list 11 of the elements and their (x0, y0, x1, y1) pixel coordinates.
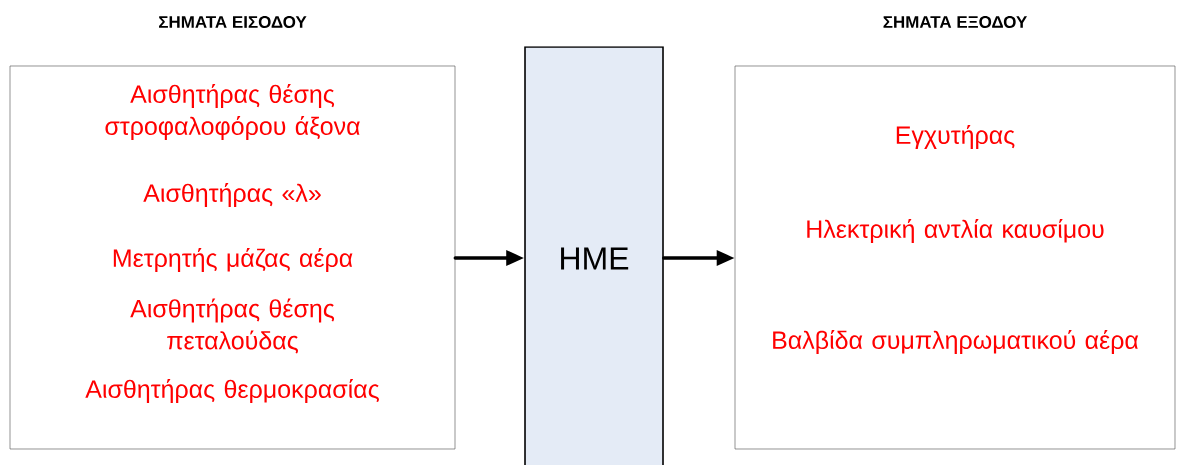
signal-label: Εγχυτήρας (896, 125, 1015, 149)
control-unit-box: HME (524, 46, 664, 465)
signal-label: Αισθητήρας θέσης στροφαλοφόρου άξονα (105, 84, 360, 140)
signal-label: Αισθητήρας θερμοκρασίας (85, 378, 379, 403)
signal-label: Αισθητήρας θέσης πεταλούδας (130, 298, 335, 354)
heading: ΣΗΜΑΤΑ ΕΞΟΔΟΥ (883, 15, 1027, 28)
signal-label: Βαλβίδα συμπληρωματικού αέρα (773, 329, 1139, 354)
signal-label: Αισθητήρας «λ» (143, 183, 321, 207)
signal-label: Μετρητής μάζας αέρα (113, 248, 353, 272)
heading: ΣΗΜΑΤΑ ΕΙΣΟΔΟΥ (159, 15, 307, 28)
signal-label: Ηλεκτρική αντλία καυσίμου (807, 219, 1104, 243)
